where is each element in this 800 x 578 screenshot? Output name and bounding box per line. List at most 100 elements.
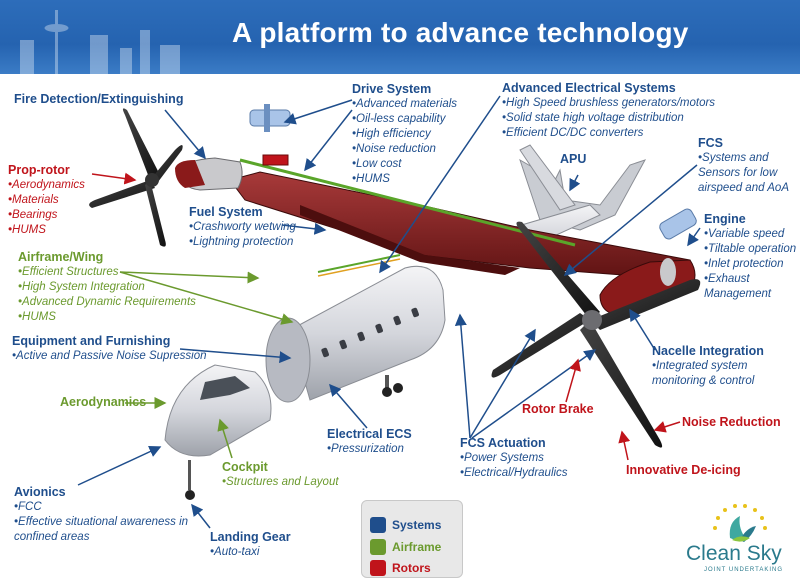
red-component bbox=[262, 154, 289, 166]
leader-apu bbox=[569, 174, 581, 192]
leader-rotorbrake bbox=[565, 358, 581, 403]
legend-label-rotors: Rotors bbox=[392, 561, 431, 575]
legend-label-airframe: Airframe bbox=[392, 540, 442, 554]
label-nacelle: Nacelle Integration •Integrated system m… bbox=[652, 344, 764, 389]
label-avionics-item: •Effective situational awareness in bbox=[14, 516, 189, 528]
label-fuel-heading: Fuel System bbox=[189, 205, 263, 219]
label-aes-item: •Solid state high voltage distribution bbox=[502, 112, 684, 124]
leader-equip bbox=[179, 348, 292, 364]
label-prop-item: •Materials bbox=[8, 194, 59, 206]
label-engine-heading: Engine bbox=[704, 212, 746, 226]
label-airframe-heading: Airframe/Wing bbox=[18, 250, 104, 264]
label-equip: Equipment and Furnishing •Active and Pas… bbox=[12, 334, 207, 364]
header-banner: A platform to advance technology bbox=[0, 0, 800, 74]
label-equip-heading: Equipment and Furnishing bbox=[12, 334, 171, 348]
leader-airframe-2 bbox=[119, 271, 294, 325]
label-drive-item: •Oil-less capability bbox=[352, 113, 446, 125]
label-drive-item: •High efficiency bbox=[352, 128, 431, 140]
legend-swatch-systems bbox=[370, 517, 386, 533]
skyline-graphic bbox=[20, 10, 180, 74]
label-apu-heading: APU bbox=[560, 152, 587, 166]
label-gear: Landing Gear •Auto-taxi bbox=[210, 530, 291, 560]
legend-label-systems: Systems bbox=[392, 518, 442, 532]
label-engine-item: •Tiltable operation bbox=[704, 243, 797, 255]
label-drive-heading: Drive System bbox=[352, 82, 432, 96]
label-drive-item: •Low cost bbox=[352, 158, 402, 170]
label-prop: Prop-rotor •Aerodynamics •Materials •Bea… bbox=[8, 163, 85, 238]
label-equip-item: •Active and Passive Noise Supression bbox=[12, 350, 207, 362]
logo-sub-text: JOINT UNDERTAKING bbox=[704, 567, 784, 573]
label-fcsact: FCS Actuation •Power Systems •Electrical… bbox=[460, 436, 568, 481]
label-rotorbrake-heading: Rotor Brake bbox=[522, 402, 594, 416]
drive-component bbox=[249, 104, 291, 132]
right-prop-rotor bbox=[491, 221, 701, 448]
label-drive: Drive System •Advanced materials •Oil-le… bbox=[352, 82, 457, 187]
label-engine-item: •Exhaust bbox=[704, 273, 750, 285]
label-drive-item: •Noise reduction bbox=[352, 143, 436, 155]
label-fcs: FCS •Systems and Sensors for low airspee… bbox=[698, 136, 789, 196]
label-aes-item: •High Speed brushless generators/motors bbox=[502, 97, 716, 109]
wiring-line-2 bbox=[317, 254, 401, 273]
label-engine-item: Management bbox=[704, 288, 772, 300]
label-nacelle-item: •Integrated system bbox=[652, 360, 748, 372]
label-nacelle-item: monitoring & control bbox=[652, 375, 755, 387]
label-fire: Fire Detection/Extinguishing bbox=[14, 92, 183, 107]
label-aero: Aerodynamics bbox=[60, 395, 146, 410]
label-fcsact-heading: FCS Actuation bbox=[460, 436, 546, 450]
label-prop-item: •Aerodynamics bbox=[8, 179, 85, 191]
leader-fire bbox=[164, 109, 206, 160]
label-fuel-item: •Crashworty wetwing bbox=[189, 221, 296, 233]
left-prop-rotor bbox=[89, 108, 183, 247]
wiring-line bbox=[239, 158, 576, 247]
label-ecs: Electrical ECS •Pressurization bbox=[327, 427, 412, 457]
leader-fcsact-1 bbox=[469, 328, 536, 439]
leader-drive-1 bbox=[283, 99, 353, 125]
label-rotorbrake: Rotor Brake bbox=[522, 402, 594, 417]
leader-prop bbox=[91, 172, 137, 185]
cockpit-windshield bbox=[200, 376, 250, 400]
label-gear-item: •Auto-taxi bbox=[210, 546, 260, 558]
leader-fuel bbox=[281, 222, 327, 235]
label-engine-item: •Variable speed bbox=[704, 228, 785, 240]
leader-fcsact-2 bbox=[454, 313, 471, 439]
label-fcsact-item: •Power Systems bbox=[460, 452, 544, 464]
leader-nacelle bbox=[629, 308, 656, 351]
label-cockpit-item: •Structures and Layout bbox=[222, 476, 339, 488]
page-title: A platform to advance technology bbox=[232, 17, 689, 48]
label-fuel: Fuel System •Crashworty wetwing •Lightni… bbox=[189, 205, 296, 250]
logo-emblem-icon bbox=[713, 504, 767, 542]
leader-fcs bbox=[563, 164, 698, 276]
clean-sky-logo: Clean Sky JOINT UNDERTAKING bbox=[680, 500, 800, 576]
label-avionics-heading: Avionics bbox=[14, 485, 66, 499]
label-noise-heading: Noise Reduction bbox=[682, 415, 781, 429]
label-fcsact-item: •Electrical/Hydraulics bbox=[460, 467, 568, 479]
leader-gear bbox=[191, 503, 211, 529]
label-drive-item: •HUMS bbox=[352, 173, 390, 185]
nose-gear bbox=[185, 460, 195, 500]
label-deicing: Innovative De-icing bbox=[626, 463, 741, 478]
label-airframe-item: •High System Integration bbox=[18, 281, 145, 293]
label-avionics-item: confined areas bbox=[14, 531, 90, 543]
label-prop-item: •HUMS bbox=[8, 224, 46, 236]
label-fcs-heading: FCS bbox=[698, 136, 723, 150]
label-aes-item: •Efficient DC/DC converters bbox=[502, 127, 644, 139]
label-prop-item: •Bearings bbox=[8, 209, 58, 221]
label-airframe-item: •Efficient Structures bbox=[18, 266, 119, 278]
label-ecs-heading: Electrical ECS bbox=[327, 427, 412, 441]
legend: Systems Airframe Rotors bbox=[361, 500, 463, 578]
label-aes-heading: Advanced Electrical Systems bbox=[502, 81, 676, 95]
label-fcs-item: airspeed and AoA bbox=[698, 182, 790, 194]
fuselage bbox=[289, 265, 446, 401]
label-noise: Noise Reduction bbox=[682, 415, 781, 430]
label-deicing-heading: Innovative De-icing bbox=[626, 463, 741, 477]
label-airframe: Airframe/Wing •Efficient Structures •Hig… bbox=[18, 250, 196, 325]
vertical-stabilizer bbox=[519, 144, 576, 211]
leader-avionics bbox=[77, 445, 162, 486]
label-avionics-item: •FCC bbox=[14, 501, 42, 513]
wing-flap bbox=[300, 205, 520, 275]
bulkhead bbox=[265, 317, 311, 403]
label-airframe-item: •Advanced Dynamic Requirements bbox=[18, 296, 196, 308]
label-avionics: Avionics •FCC •Effective situational awa… bbox=[14, 485, 188, 545]
label-drive-item: •Advanced materials bbox=[352, 98, 458, 110]
